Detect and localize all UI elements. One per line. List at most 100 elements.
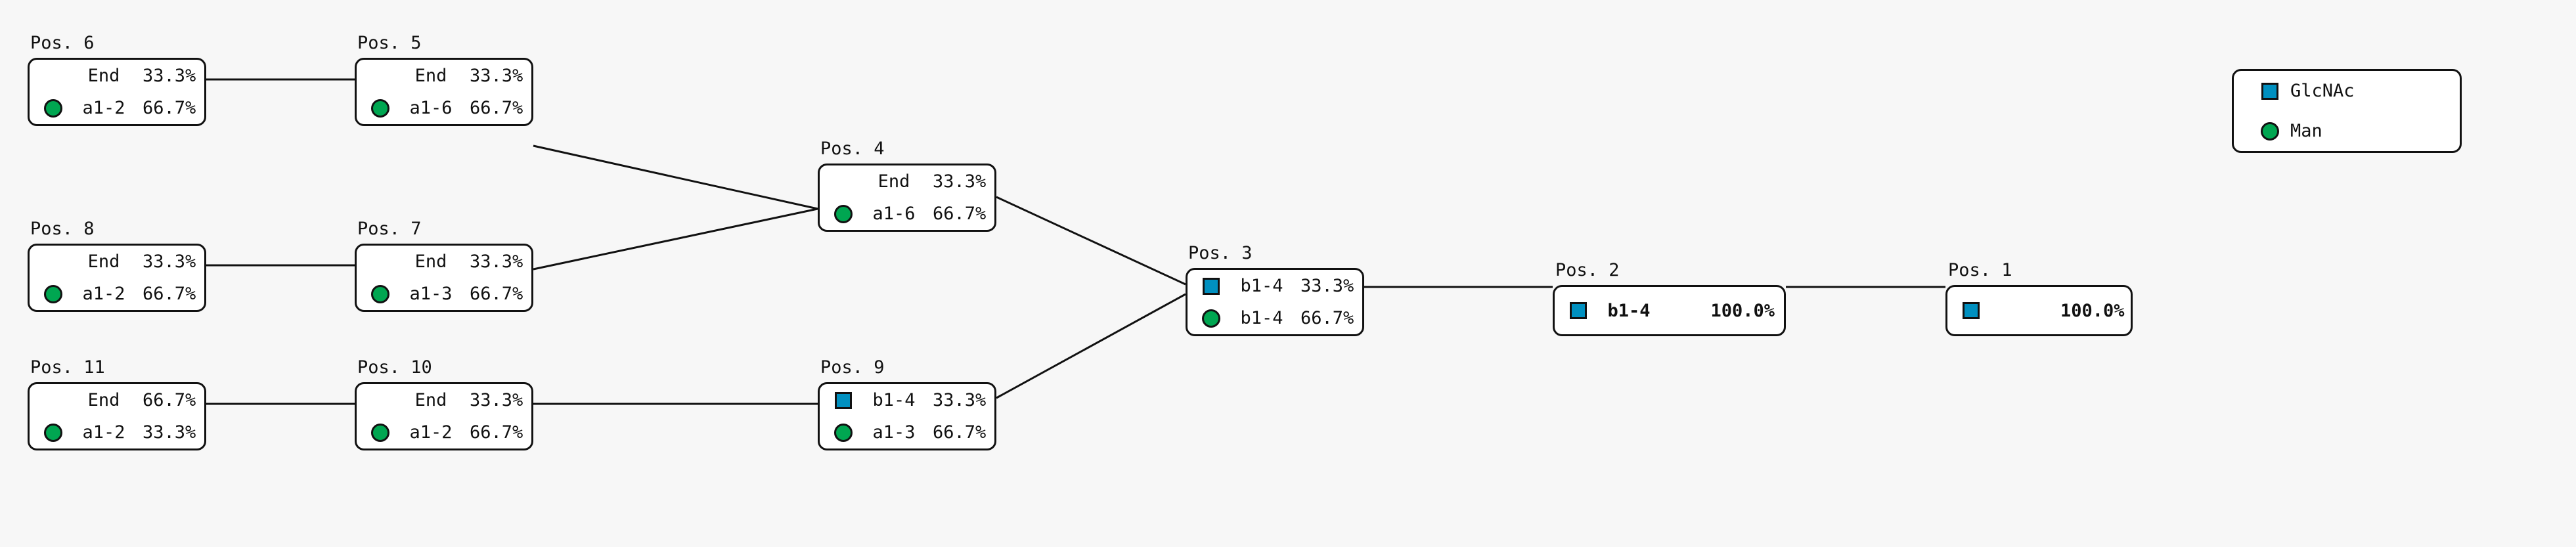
node-label-pos11: Pos. 11 — [30, 357, 105, 378]
man-circle-icon — [371, 98, 389, 118]
node-label-pos4: Pos. 4 — [820, 139, 885, 159]
legend-label: Man — [2290, 121, 2322, 141]
monosaccharide-glyph-circle — [41, 423, 65, 442]
node-box-pos4[interactable]: End 33.3% a1-6 66.7% — [818, 164, 996, 232]
node-row: 100.0% — [1947, 299, 2131, 322]
node-box-pos11[interactable]: End 66.7% a1-2 33.3% — [28, 382, 206, 450]
linkage-label: b1-4 — [872, 390, 916, 410]
man-circle-icon — [44, 98, 62, 118]
man-circle-icon — [2261, 121, 2279, 141]
node-box-pos10[interactable]: End 33.3% a1-2 66.7% — [355, 382, 533, 450]
percent-value: 66.7% — [143, 284, 196, 304]
percent-value: 33.3% — [1300, 276, 1354, 296]
percent-value: 33.3% — [470, 66, 523, 86]
node-row: a1-2 33.3% — [30, 416, 204, 449]
node-label-pos6: Pos. 6 — [30, 33, 95, 53]
monosaccharide-glyph-square — [1566, 302, 1590, 319]
legend-glyph-square — [2250, 82, 2290, 100]
percent-value: 66.7% — [143, 98, 196, 118]
linkage-label: a1-6 — [409, 98, 453, 118]
glcnac-square-icon — [1570, 302, 1587, 319]
node-box-pos1[interactable]: 100.0% — [1945, 285, 2133, 336]
man-circle-icon — [44, 284, 62, 303]
monosaccharide-glyph-circle — [368, 423, 392, 442]
node-box-pos8[interactable]: End 33.3% a1-2 66.7% — [28, 244, 206, 312]
legend-glyph-circle — [2250, 121, 2290, 141]
node-row: End 33.3% — [30, 60, 204, 92]
percent-value: 33.3% — [470, 390, 523, 410]
legend-label: GlcNAc — [2290, 81, 2355, 101]
linkage-label: a1-6 — [872, 204, 916, 224]
linkage-label: End — [87, 66, 120, 86]
edge-pos4-pos3 — [996, 196, 1186, 286]
percent-value: 66.7% — [143, 390, 196, 410]
node-row: a1-6 66.7% — [820, 198, 994, 230]
man-circle-icon — [1202, 309, 1220, 328]
man-circle-icon — [371, 284, 389, 303]
monosaccharide-glyph-square — [1959, 302, 1983, 319]
monosaccharide-glyph-circle — [1199, 309, 1223, 328]
man-circle-icon — [834, 423, 853, 442]
node-label-pos5: Pos. 5 — [357, 33, 422, 53]
node-label-pos9: Pos. 9 — [820, 357, 885, 378]
linkage-label: a1-2 — [82, 422, 125, 443]
percent-value: 100.0% — [1710, 300, 1775, 321]
linkage-label: a1-2 — [82, 98, 125, 118]
legend-item: GlcNAc — [2234, 71, 2460, 111]
percent-value: 33.3% — [143, 66, 196, 86]
linkage-label: a1-2 — [82, 284, 125, 304]
node-row: a1-3 66.7% — [820, 416, 994, 449]
monosaccharide-glyph-circle — [368, 284, 392, 303]
glcnac-square-icon — [2261, 82, 2278, 100]
monosaccharide-glyph-circle — [832, 204, 855, 223]
monosaccharide-glyph-circle — [41, 284, 65, 303]
node-label-pos7: Pos. 7 — [357, 219, 422, 239]
linkage-label: a1-2 — [409, 422, 453, 443]
node-row: a1-6 66.7% — [357, 92, 531, 124]
node-box-pos6[interactable]: End 33.3% a1-2 66.7% — [28, 58, 206, 126]
edge-pos9-pos3 — [996, 293, 1186, 399]
percent-value: 33.3% — [143, 252, 196, 272]
node-row: End 33.3% — [357, 60, 531, 92]
percent-value: 33.3% — [470, 252, 523, 272]
node-row: End 33.3% — [30, 246, 204, 278]
node-row: End 33.3% — [820, 165, 994, 198]
percent-value: 33.3% — [143, 422, 196, 443]
node-label-pos2: Pos. 2 — [1555, 260, 1620, 280]
node-row: a1-2 66.7% — [30, 278, 204, 310]
percent-value: 66.7% — [933, 204, 987, 224]
linkage-label: a1-3 — [872, 422, 916, 443]
node-row: End 33.3% — [357, 384, 531, 416]
monosaccharide-glyph-square — [1199, 277, 1223, 295]
linkage-label: End — [877, 171, 910, 192]
percent-value: 66.7% — [470, 98, 523, 118]
percent-value: 33.3% — [933, 171, 987, 192]
linkage-label: End — [414, 390, 447, 410]
node-row: End 66.7% — [30, 384, 204, 416]
linkage-label: End — [414, 66, 447, 86]
edge-pos5-pos4 — [533, 144, 818, 210]
linkage-label: End — [87, 390, 120, 410]
node-box-pos5[interactable]: End 33.3% a1-6 66.7% — [355, 58, 533, 126]
node-label-pos10: Pos. 10 — [357, 357, 432, 378]
percent-value: 66.7% — [933, 422, 987, 443]
percent-value: 66.7% — [470, 284, 523, 304]
glcnac-square-icon — [1203, 277, 1220, 295]
linkage-label: b1-4 — [1240, 308, 1283, 328]
legend-item: Man — [2234, 111, 2460, 151]
monosaccharide-glyph-circle — [368, 98, 392, 118]
linkage-label: End — [87, 252, 120, 272]
percent-value: 66.7% — [470, 422, 523, 443]
